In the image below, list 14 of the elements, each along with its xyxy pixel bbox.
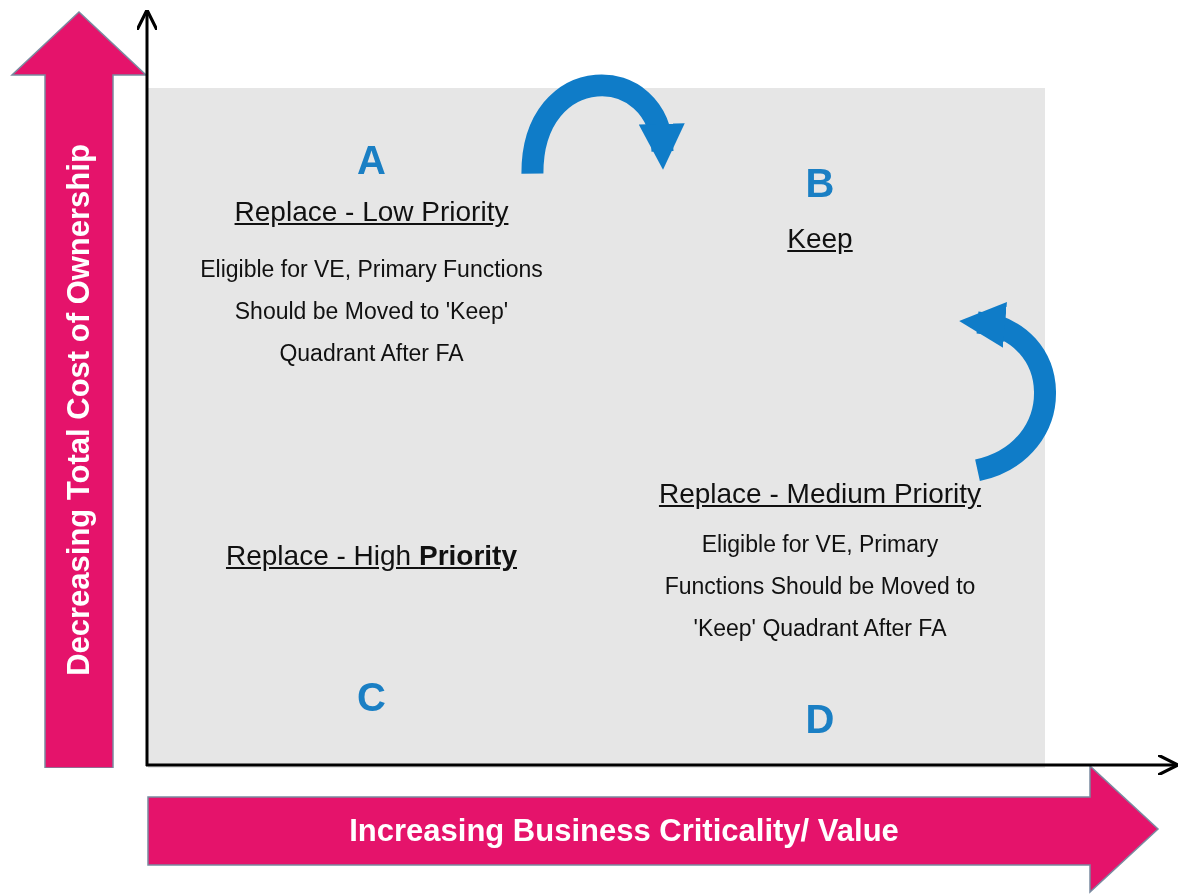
quadrant-letter: A xyxy=(356,138,387,183)
quadrant-letter: C xyxy=(356,675,387,720)
axis-title: Increasing Business Criticality/ Value xyxy=(349,813,899,849)
axis-title: Decreasing Total Cost of Ownership xyxy=(61,144,97,676)
curved-arrow xyxy=(521,74,682,175)
quadrant-letter: B xyxy=(804,161,836,206)
description-text: Eligible for VE, Primary Functions Should be Moved to 'Keep' Quadrant After FA xyxy=(663,530,977,643)
quadrant-heading: Replace - High Priority xyxy=(225,540,518,572)
curved-arrow xyxy=(959,305,1056,481)
quadrant-letter: D xyxy=(804,697,836,742)
description-text: Eligible for VE, Primary Functions Should be Moved to 'Keep' Quadrant After FA xyxy=(200,255,543,368)
quadrant-heading: Replace - Low Priority xyxy=(233,196,510,228)
quadrant-heading: Replace - Medium Priority xyxy=(657,478,983,510)
quadrant-heading: Keep xyxy=(786,223,854,255)
